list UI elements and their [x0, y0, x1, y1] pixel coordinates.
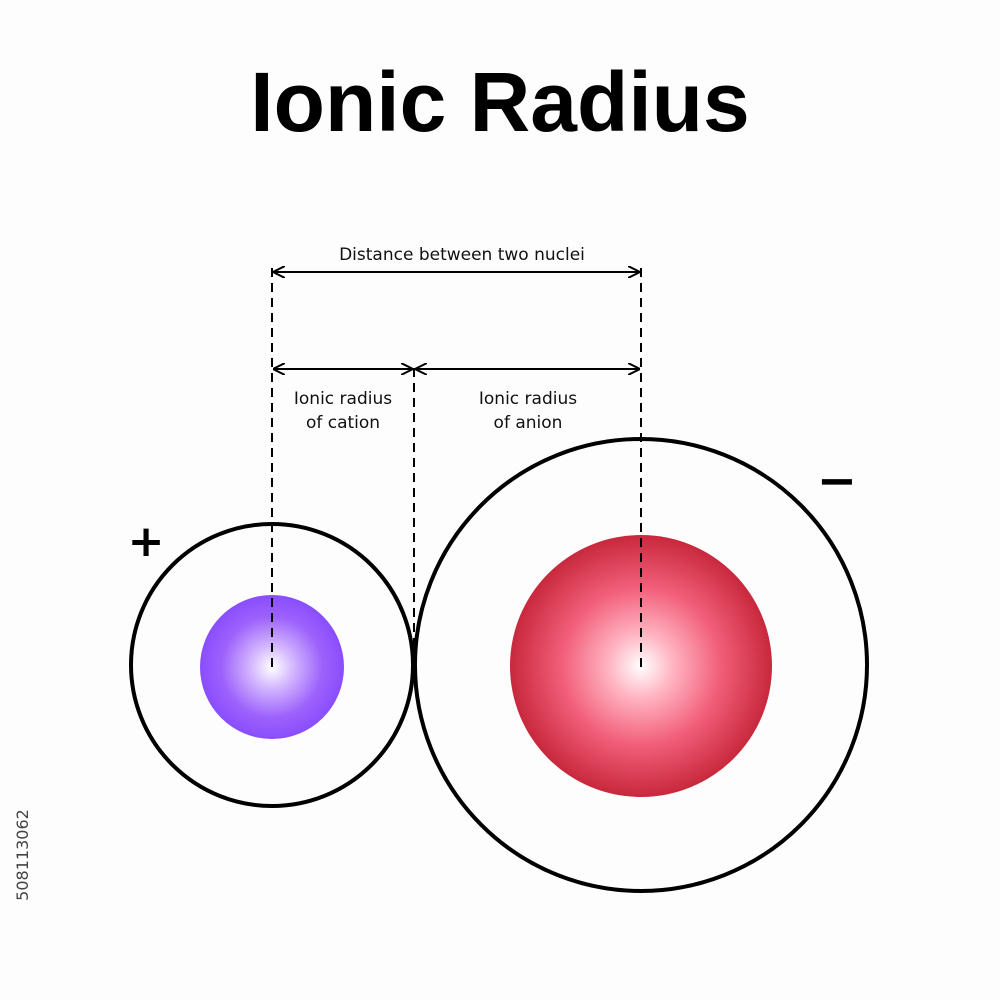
cation-radius-label-line1: Ionic radius	[294, 389, 392, 409]
cation-radius-label-line2: of cation	[306, 413, 380, 433]
anion-charge-sign: −	[817, 453, 857, 509]
cation-charge-sign: +	[128, 516, 165, 567]
page-title: Ionic Radius	[250, 55, 750, 149]
distance-label: Distance between two nuclei	[339, 245, 585, 265]
anion-radius-label-line2: of anion	[494, 413, 563, 433]
anion-radius-label-line1: Ionic radius	[479, 389, 577, 409]
watermark-id-text: 508113062	[13, 809, 32, 901]
